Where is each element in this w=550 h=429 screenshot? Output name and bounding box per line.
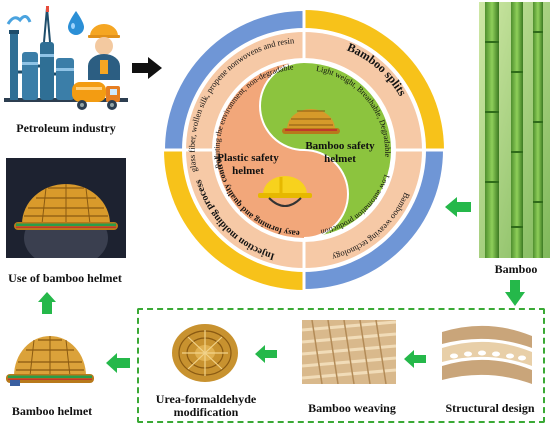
arrow-left-green-icon-3 [255, 345, 277, 363]
arrow-down-green-icon [505, 280, 525, 306]
bamboo-helmet-small-icon [282, 109, 340, 134]
structural-photo [434, 318, 536, 394]
tank-truck-icon [72, 82, 120, 110]
arrow-right-black-icon [132, 57, 162, 79]
plastic-helmet-icon [258, 176, 312, 207]
use-of-helmet-label: Use of bamboo helmet [8, 271, 122, 285]
weaving-label: Bamboo weaving [308, 401, 396, 415]
modification-photo [170, 322, 240, 384]
modification-label: Urea-formaldehyde modification [155, 392, 257, 419]
structural-label: Structural design [445, 401, 535, 415]
weaving-photo [302, 320, 396, 384]
arrow-left-green-icon-2 [106, 353, 130, 373]
oil-drop-icon [68, 11, 84, 35]
inner-left-label: Plastic safety helmet [217, 152, 279, 177]
factory-icon [4, 6, 128, 102]
arrow-left-green-icon [445, 197, 471, 217]
modification-label-1: Urea-formaldehyde modification [152, 393, 260, 419]
worker-icon [88, 24, 120, 80]
petroleum-illustration [4, 2, 128, 114]
use-of-helmet-photo [6, 158, 126, 258]
bamboo-photo [479, 2, 550, 258]
comparison-wheel: glass fiber, wollen silk, propene nonwov… [163, 9, 445, 291]
bamboo-helmet-label: Bamboo helmet [11, 404, 93, 418]
inner-right-label: Bamboo safety helmet [305, 140, 375, 165]
arrow-left-green-icon-4 [404, 350, 426, 368]
process-box [137, 308, 545, 423]
petroleum-industry-label: Petroleum industry [16, 121, 116, 135]
arrow-up-green-icon [38, 292, 56, 314]
bamboo-helmet-photo [4, 318, 96, 390]
bamboo-label: Bamboo [494, 262, 538, 276]
